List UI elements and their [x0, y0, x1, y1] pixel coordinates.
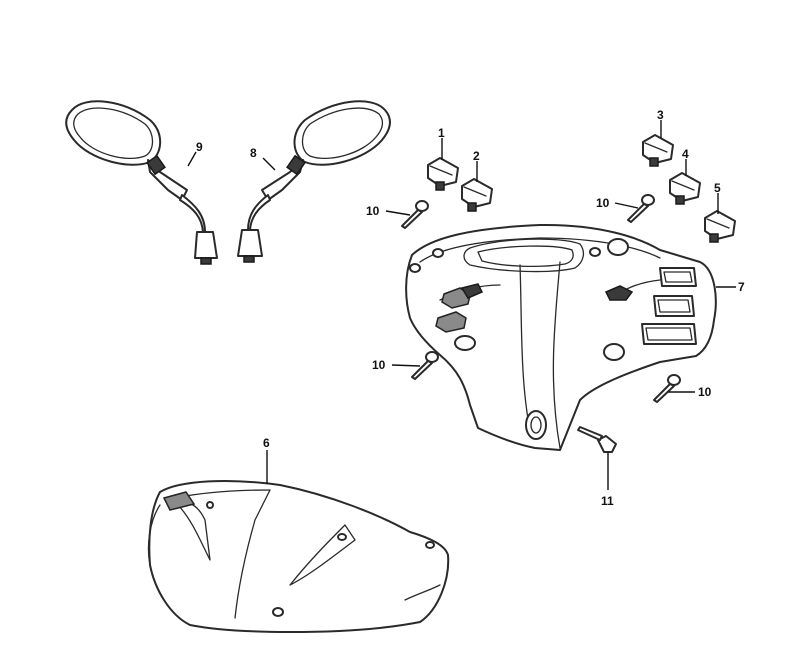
clip-5: [704, 210, 736, 243]
callout-3: 3: [657, 108, 664, 122]
callout-10-b: 10: [596, 196, 610, 210]
screw-10-b: [627, 194, 655, 223]
screw-10-d: [653, 374, 681, 403]
clip-3: [642, 134, 674, 167]
callout-5: 5: [714, 181, 721, 195]
leader-lines: [187, 120, 736, 490]
callout-10-d: 10: [698, 385, 712, 399]
callout-8: 8: [250, 146, 257, 160]
clip-4: [669, 172, 701, 205]
callout-6: 6: [263, 436, 270, 450]
callout-11: 11: [601, 494, 614, 508]
clip-1: [427, 157, 459, 191]
callout-7: 7: [738, 280, 745, 294]
callout-10-c: 10: [372, 358, 386, 372]
callouts: 1 2 3 4 5 6 7 8 9 10 10 10 10 11: [196, 108, 745, 508]
screw-10-c: [411, 351, 439, 380]
right-mirror: [237, 100, 391, 263]
screw-11: [577, 426, 617, 453]
callout-1: 1: [438, 126, 445, 140]
screw-10-a: [401, 200, 429, 229]
callout-9: 9: [196, 140, 203, 154]
callout-10-a: 10: [366, 204, 380, 218]
left-mirror: [65, 100, 218, 265]
callout-2: 2: [473, 149, 480, 163]
callout-4: 4: [682, 147, 689, 161]
front-handlebar-cover: [147, 480, 450, 633]
rear-handlebar-cover: [405, 223, 717, 451]
clip-2: [461, 178, 493, 212]
